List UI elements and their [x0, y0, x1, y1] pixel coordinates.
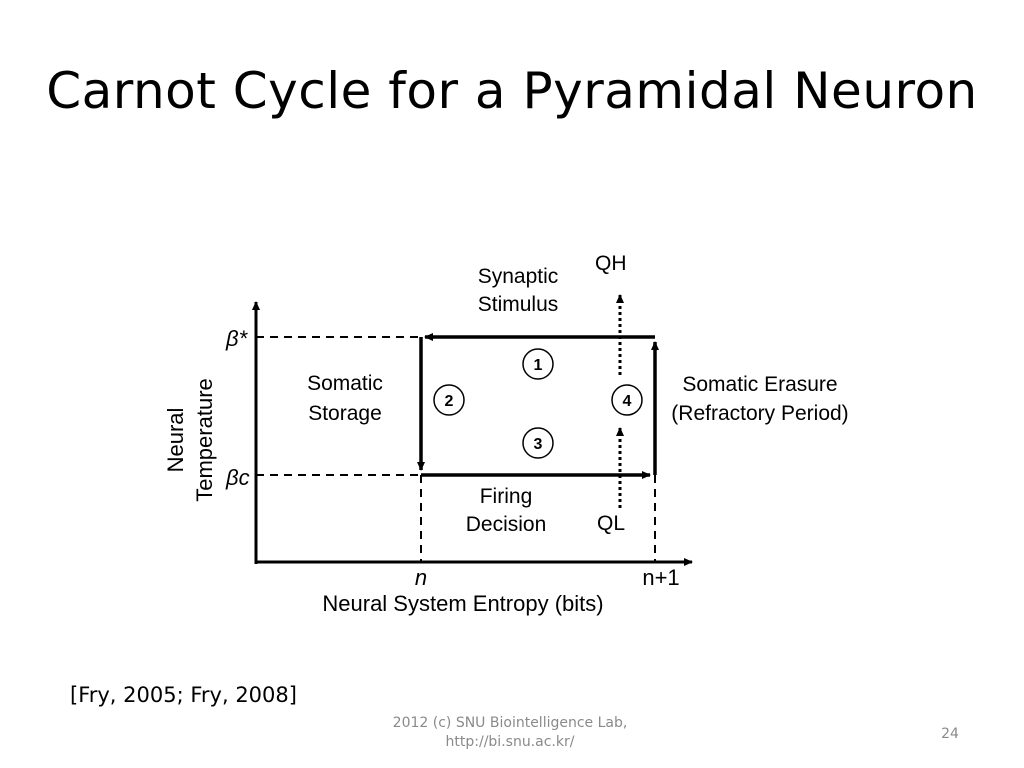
synaptic-stimulus-label: Synaptic Stimulus: [478, 265, 559, 316]
footer-url: http://bi.snu.ac.kr/: [445, 734, 575, 750]
svg-text:(Refractory Period): (Refractory Period): [671, 402, 848, 425]
svg-text:Temperature: Temperature: [192, 378, 217, 502]
x-tick-n-plus-1: n+1: [642, 565, 679, 590]
step-1-marker: 1: [522, 348, 554, 380]
svg-text:Somatic: Somatic: [307, 372, 383, 395]
svg-text:Firing: Firing: [480, 485, 533, 508]
step-4-marker: 4: [611, 384, 643, 416]
somatic-storage-label: Somatic Storage: [307, 372, 383, 425]
footer-lab: 2012 (c) SNU Biointelligence Lab,: [392, 715, 628, 731]
svg-text:Stimulus: Stimulus: [478, 293, 559, 316]
step-3-marker: 3: [522, 427, 554, 459]
svg-text:Storage: Storage: [308, 402, 382, 425]
slide-title: Carnot Cycle for a Pyramidal Neuron: [46, 62, 978, 120]
heat-high-label: QH: [595, 252, 627, 275]
citation: [Fry, 2005; Fry, 2008]: [70, 683, 297, 707]
svg-text:Decision: Decision: [466, 513, 547, 536]
x-tick-n: n: [415, 565, 427, 590]
page-number: 24: [941, 726, 959, 742]
svg-text:1: 1: [534, 357, 543, 374]
svg-text:Synaptic: Synaptic: [478, 265, 559, 288]
slide-footer: 2012 (c) SNU Biointelligence Lab, http:/…: [330, 714, 690, 752]
svg-text:Neural: Neural: [163, 408, 188, 473]
svg-text:Somatic Erasure: Somatic Erasure: [682, 373, 837, 396]
x-axis-title: Neural System Entropy (bits): [322, 591, 603, 616]
svg-text:2: 2: [445, 393, 454, 410]
y-axis-title: Neural Temperature: [163, 378, 217, 502]
heat-low-label: QL: [597, 512, 625, 535]
y-tick-beta-star: β*: [225, 326, 249, 351]
step-2-marker: 2: [433, 384, 465, 416]
y-tick-beta-c: βc: [225, 465, 250, 490]
svg-text:4: 4: [623, 393, 632, 410]
somatic-erasure-label: Somatic Erasure (Refractory Period): [671, 373, 848, 425]
svg-text:3: 3: [534, 436, 543, 453]
firing-decision-label: Firing Decision: [466, 485, 547, 536]
